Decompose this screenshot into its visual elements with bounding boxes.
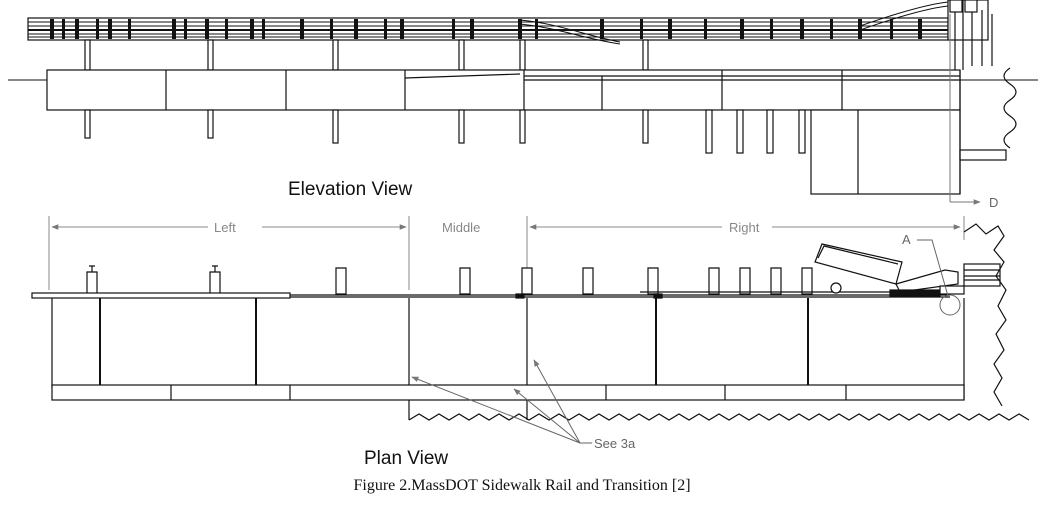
plan-view <box>31 216 1030 444</box>
plan-view-label: Plan View <box>364 448 448 469</box>
section-d-label: D <box>989 195 998 210</box>
elevation-view <box>8 0 1038 205</box>
middle-dimension-label: Middle <box>442 220 480 235</box>
right-dimension-label: Right <box>729 220 760 235</box>
plan-post-heads <box>86 265 813 295</box>
elevation-posts-upper <box>84 39 649 71</box>
see-3a-leaders <box>411 359 592 444</box>
elevation-break-line <box>1003 67 1017 149</box>
see-3a-label: See 3a <box>594 436 636 451</box>
elevation-view-label: Elevation View <box>288 179 413 200</box>
plan-end-terminal <box>814 243 1001 297</box>
plan-break-right <box>963 223 1007 407</box>
elevation-end-assembly <box>947 0 993 70</box>
rail-transition-drawing: Elevation View Plan View Left Middle Rig… <box>8 0 1038 469</box>
plan-break-bottom <box>408 413 1030 421</box>
elevation-rail-bundle <box>27 1 949 45</box>
elevation-posts-lower <box>84 109 806 154</box>
elevation-abutment <box>810 70 1007 195</box>
section-d-indicator <box>949 14 981 205</box>
figure-caption: Figure 2.MassDOT Sidewalk Rail and Trans… <box>353 477 691 494</box>
detail-a-marker <box>917 239 961 316</box>
elevation-deck-slab <box>46 69 961 111</box>
left-dimension-label: Left <box>214 220 236 235</box>
detail-a-label: A <box>902 232 911 247</box>
plan-deck <box>51 298 965 420</box>
